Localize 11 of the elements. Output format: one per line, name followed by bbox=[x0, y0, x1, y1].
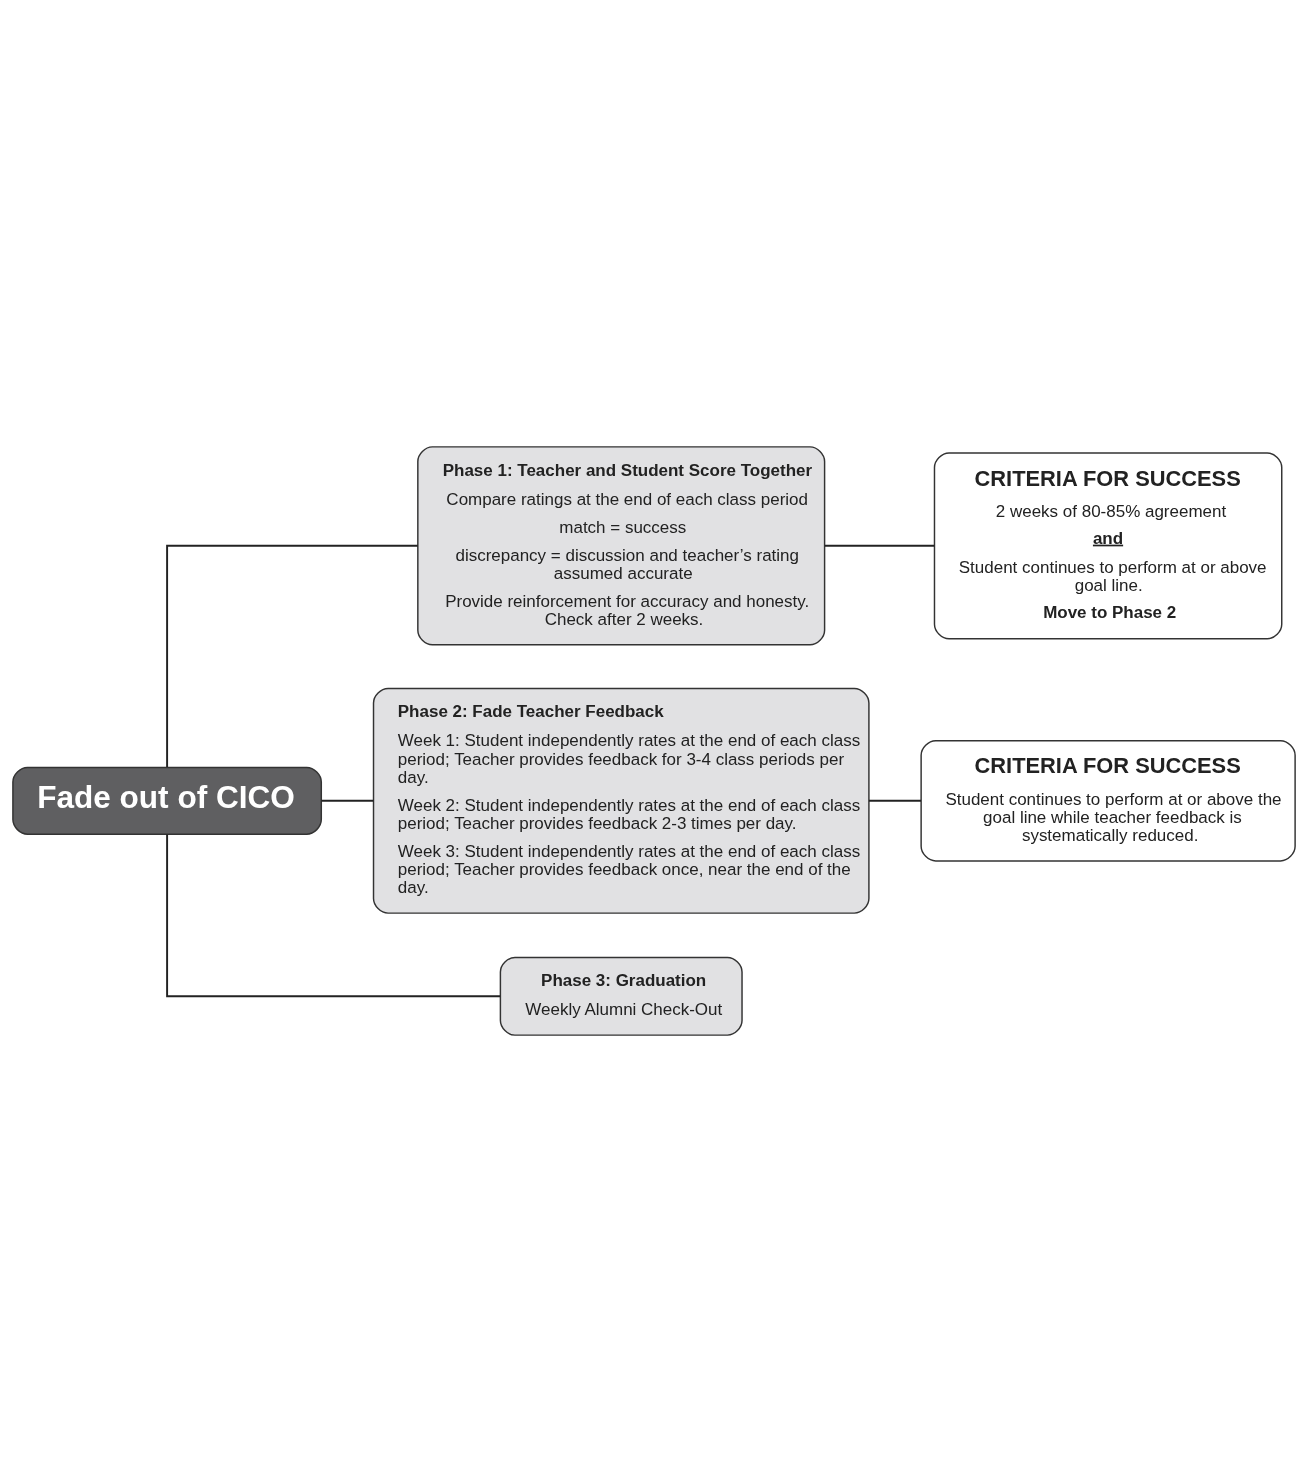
connector bbox=[867, 799, 922, 802]
node-box: CRITERIA FOR SUCCESS Student continues to perform at or above the goal line while teacher feedback is systematically reduced. bbox=[920, 739, 1296, 862]
connector bbox=[166, 544, 419, 768]
connector bbox=[166, 832, 502, 997]
node-box: Phase 1: Teacher and Student Score Together Compare ratings at the end of each class period match = success discrepancy = discussion and teacher’s rating assumed accurate Provide reinforcement for accuracy and honesty. Check after 2 weeks. bbox=[417, 445, 826, 645]
connector bbox=[823, 544, 936, 547]
connector bbox=[320, 799, 375, 802]
node-box: Fade out of CICO bbox=[12, 766, 323, 835]
node-box: Phase 3: Graduation Weekly Alumni Check-Out bbox=[499, 956, 743, 1036]
node-box: CRITERIA FOR SUCCESS 2 weeks of 80-85% agreement and Student continues to perform at or above goal line. Move to Phase 2 bbox=[933, 451, 1283, 639]
node-box: Phase 2: Fade Teacher Feedback Week 1: Student independently rates at the end of each class period; Teacher provides feedback for 3-4 class periods per day. Week 2: Student independently rates at the end of each class period; Teacher provides feedback 2-3 times per day. Week 3: Student independently rates at the end of each class period; Teacher provides feedback once, near the end of the day. bbox=[372, 687, 870, 914]
